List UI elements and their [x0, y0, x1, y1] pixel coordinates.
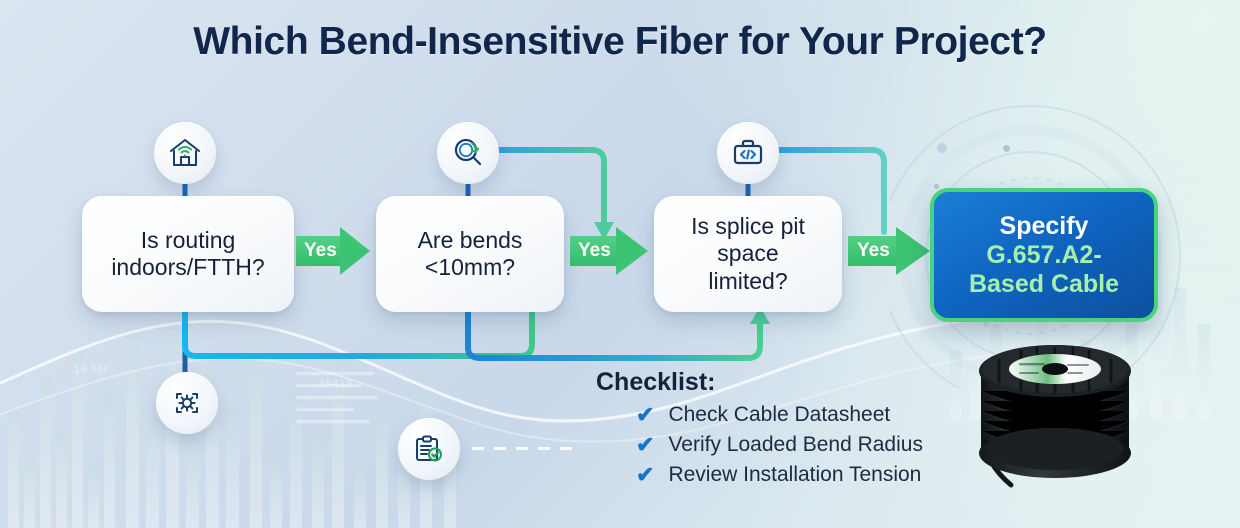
checklist-section: Checklist: ✔ Check Cable Datasheet ✔ Ver… — [596, 368, 923, 493]
decision-box-routing-label: Is routing indoors/FTTH? — [111, 226, 265, 280]
deco-textline — [296, 408, 354, 411]
yes-arrow-1: Yes — [296, 227, 370, 275]
yes-arrow-3: Yes — [848, 227, 932, 275]
check-icon: ✔ — [636, 402, 655, 427]
list-item-label: Check Cable Datasheet — [668, 403, 891, 426]
result-card-specify-cable[interactable]: Specify G.657.A2- Based Cable — [930, 188, 1158, 322]
checklist-items: ✔ Check Cable Datasheet ✔ Verify Loaded … — [636, 403, 923, 487]
list-item: ✔ Review Installation Tension — [636, 463, 923, 487]
deco-textline — [296, 396, 378, 399]
yes-arrow-2-head — [616, 227, 648, 275]
deco-textline — [296, 420, 370, 423]
deco-label-b: 3A419 — [318, 378, 353, 390]
gear-scan-icon — [156, 372, 218, 434]
yes-arrow-1-head — [340, 227, 370, 275]
briefcase-code-icon — [717, 122, 779, 184]
deco-dot — [934, 184, 939, 189]
check-icon: ✔ — [636, 462, 655, 487]
list-item-label: Review Installation Tension — [668, 463, 922, 486]
checklist-heading: Checklist: — [596, 368, 716, 396]
result-line-1: Specify — [999, 211, 1089, 240]
yes-arrow-1-label: Yes — [304, 240, 337, 261]
deco-dot — [1003, 145, 1010, 152]
decision-box-splice-pit[interactable]: Is splice pit space limited? — [654, 196, 842, 312]
fiber-cable-spool — [979, 345, 1131, 488]
yes-arrow-2: Yes — [570, 227, 650, 275]
decision-box-bends[interactable]: Are bends <10mm? — [376, 196, 564, 312]
yes-arrow-3-head — [896, 227, 930, 275]
check-icon: ✔ — [636, 432, 655, 457]
house-wifi-icon — [154, 122, 216, 184]
decision-box-splice-pit-label: Is splice pit space limited? — [691, 213, 805, 294]
magnifier-loop-icon — [437, 122, 499, 184]
list-item: ✔ Check Cable Datasheet — [636, 403, 923, 427]
result-line-3: Based Cable — [968, 269, 1120, 298]
deco-textline — [296, 372, 374, 375]
deco-textline — [296, 384, 362, 387]
list-item: ✔ Verify Loaded Bend Radius — [636, 433, 923, 457]
decision-box-bends-label: Are bends <10mm? — [417, 226, 523, 280]
yes-arrow-2-body — [570, 236, 624, 266]
yes-arrow-3-body — [848, 236, 904, 266]
clipboard-check-icon — [398, 418, 460, 480]
yes-arrow-1-body — [296, 236, 348, 266]
dashed-connector-line — [472, 447, 582, 450]
yes-arrow-3-label: Yes — [857, 240, 890, 261]
decision-box-routing[interactable]: Is routing indoors/FTTH? — [82, 196, 294, 312]
deco-label-a: 16.55t — [74, 364, 108, 376]
result-line-2: G.657.A2- — [986, 240, 1102, 269]
page-title: Which Bend-Insensitive Fiber for Your Pr… — [193, 20, 1047, 63]
yes-arrow-2-label: Yes — [578, 240, 611, 261]
list-item-label: Verify Loaded Bend Radius — [668, 433, 923, 456]
